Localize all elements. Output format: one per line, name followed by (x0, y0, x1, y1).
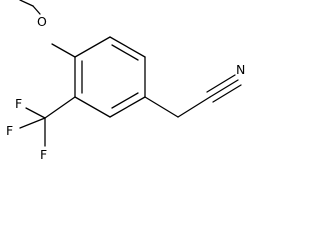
ring-bond-4 (109, 96, 146, 118)
ring-double-bond-1 (111, 44, 139, 61)
nitrile-triple-bond (206, 74, 242, 103)
bond-ch2-c (177, 96, 211, 118)
benzene-ring (74, 36, 146, 118)
molecule-drawing: O N F F F (6, 0, 245, 162)
fluorine-bottom-label: F (40, 147, 47, 162)
ring-double-bond-2 (111, 92, 139, 109)
bond-ring-cf3 (44, 96, 76, 119)
ring-bond-2 (109, 36, 146, 58)
structure-diagram: O N F F F (6, 0, 245, 162)
bond-c-f-top (25, 107, 46, 119)
bond-oxygen-methyl-2 (19, 0, 34, 7)
ring-bond-5 (74, 96, 111, 118)
bond-oxygen-methyl (32, 5, 41, 15)
fluorine-top-label: F (15, 96, 22, 111)
fluorine-left-label: F (6, 123, 13, 138)
bond-ring-ch2 (144, 96, 179, 118)
nitrogen-label: N (236, 62, 245, 77)
oxygen-label: O (37, 14, 47, 29)
bond-ring-oxygen (51, 43, 76, 58)
ring-bond-1 (74, 36, 111, 58)
bond-c-f-left (19, 117, 46, 129)
